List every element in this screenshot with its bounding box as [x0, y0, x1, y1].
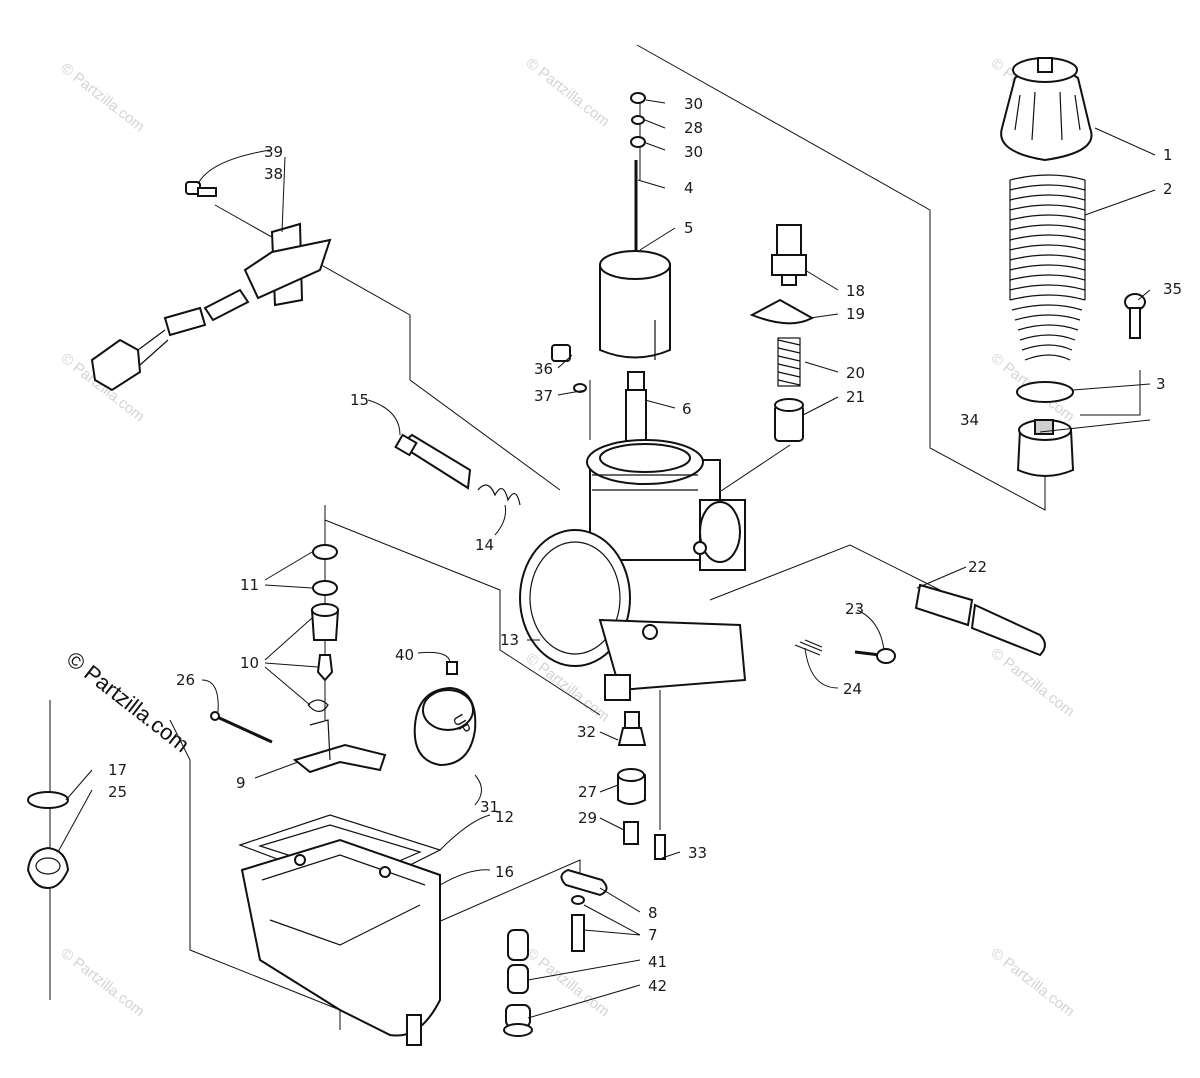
part-10-clip — [307, 699, 329, 713]
label-41: 41 — [648, 953, 667, 971]
label-10: 10 — [240, 654, 259, 672]
watermark-featured: © Partzilla.com — [62, 646, 194, 757]
label-27: 27 — [578, 783, 597, 801]
part-3-plate — [1016, 381, 1074, 403]
label-6: 6 — [682, 400, 692, 418]
part-40-small-part — [446, 661, 458, 675]
part-29-main-jet — [623, 821, 639, 845]
label-17: 17 — [108, 761, 127, 779]
watermark: © Partzilla.com — [523, 55, 613, 131]
part-9-float-arm — [292, 719, 387, 774]
part-36-nut — [551, 344, 571, 362]
part-14-spring — [477, 484, 521, 506]
part-15-screw — [394, 433, 472, 490]
label-34: 34 — [960, 411, 979, 429]
label-1: 1 — [1163, 146, 1173, 164]
label-3: 3 — [1156, 375, 1166, 393]
part-22-hose — [914, 583, 1046, 657]
part-35-screw — [1124, 293, 1146, 339]
label-32: 32 — [577, 723, 596, 741]
label-28: 28 — [684, 119, 703, 137]
part-7-screw — [571, 914, 585, 952]
part-13-carburetor-body — [519, 439, 747, 701]
label-38: 38 — [264, 165, 283, 183]
label-2: 2 — [1163, 180, 1173, 198]
label-37: 37 — [534, 387, 553, 405]
label-39: 39 — [264, 143, 283, 161]
label-7: 7 — [648, 926, 658, 944]
label-26: 26 — [176, 671, 195, 689]
label-19: 19 — [846, 305, 865, 323]
label-12: 12 — [495, 808, 514, 826]
label-18: 18 — [846, 282, 865, 300]
part-25-plug — [26, 846, 70, 890]
label-31: 31 — [480, 798, 499, 816]
part-37-washer — [573, 383, 587, 393]
part-20-spring — [777, 337, 801, 387]
label-16: 16 — [495, 863, 514, 881]
part-11-washer-top — [312, 544, 338, 560]
part-42-plug — [503, 1004, 533, 1037]
label-30-top: 30 — [684, 95, 703, 113]
label-8: 8 — [648, 904, 658, 922]
label-30-bottom: 30 — [684, 143, 703, 161]
watermark: © Partzilla.com — [58, 60, 148, 136]
part-33-pilot-jet — [654, 834, 666, 860]
part-16-float-bowl — [240, 838, 441, 1046]
part-19-gasket — [749, 298, 815, 325]
part-32-jet — [617, 711, 647, 746]
label-5: 5 — [684, 219, 694, 237]
part-39-screw — [185, 181, 217, 197]
part-2-spring — [1009, 174, 1086, 361]
part-7-washer — [571, 895, 585, 905]
part-41-sleeve — [507, 929, 529, 994]
label-40: 40 — [395, 646, 414, 664]
label-20: 20 — [846, 364, 865, 382]
part-23-idle-screw — [854, 648, 896, 664]
label-29: 29 — [578, 809, 597, 827]
label-21: 21 — [846, 388, 865, 406]
part-30-washer — [630, 92, 646, 104]
part-17-washer — [27, 791, 69, 809]
alignment-lines — [49, 44, 1141, 1030]
part-34-retainer — [1016, 419, 1075, 477]
label-24: 24 — [843, 680, 862, 698]
watermark: © Partzilla.com — [988, 945, 1078, 1021]
part-8-plate — [560, 868, 608, 897]
part-38-sensor-bracket — [90, 222, 332, 392]
part-11-washer-bottom — [312, 580, 338, 596]
label-9: 9 — [236, 774, 246, 792]
leader-lines — [57, 99, 1156, 1019]
label-22: 22 — [968, 558, 987, 576]
part-10-needle — [316, 654, 334, 682]
label-15: 15 — [350, 391, 369, 409]
label-36: 36 — [534, 360, 553, 378]
part-10-needle-valve-seat — [310, 603, 340, 641]
part-31-float: UP — [413, 686, 477, 767]
label-13: 13 — [500, 631, 519, 649]
watermark: © Partzilla.com — [523, 945, 613, 1021]
part-21-plunger — [774, 398, 804, 442]
label-14: 14 — [475, 536, 494, 554]
label-11: 11 — [240, 576, 259, 594]
label-25: 25 — [108, 783, 127, 801]
part-labels: 1 2 3 4 5 6 7 8 9 10 11 12 13 14 15 16 1… — [108, 95, 1182, 995]
part-26-pin — [210, 711, 273, 744]
label-35: 35 — [1163, 280, 1182, 298]
label-4: 4 — [684, 179, 694, 197]
part-30-washer-lower — [630, 136, 646, 148]
watermark: © Partzilla.com — [988, 645, 1078, 721]
part-18-fitting — [771, 224, 807, 286]
watermark: © Partzilla.com — [58, 945, 148, 1021]
label-33: 33 — [688, 844, 707, 862]
part-1-top-cap — [1000, 57, 1093, 162]
label-23: 23 — [845, 600, 864, 618]
part-5-throttle-valve — [599, 250, 671, 360]
part-28-clip — [631, 115, 645, 125]
part-24-spring — [794, 639, 823, 656]
label-42: 42 — [648, 977, 667, 995]
part-27-jet-holder — [617, 768, 646, 805]
